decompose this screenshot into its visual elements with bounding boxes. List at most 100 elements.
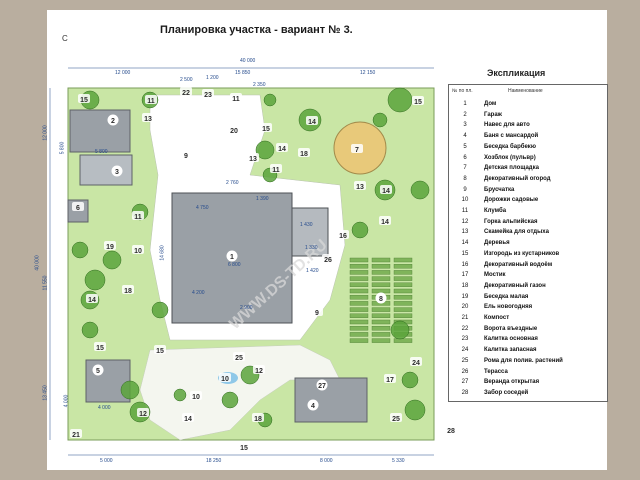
plan-label: 11 — [230, 93, 242, 103]
legend-row-name: Компост — [484, 315, 510, 321]
tree — [102, 250, 122, 270]
garden-bed — [393, 276, 413, 281]
building-number: 8 — [375, 292, 387, 304]
garden-bed — [349, 307, 369, 312]
dim-house-8: 6 800 — [228, 262, 241, 268]
building-number: 1 — [226, 250, 238, 262]
plan-label-text: 16 — [339, 233, 347, 240]
legend-row-name: Беседка барбекю — [484, 143, 536, 150]
plan-label: 6 — [72, 202, 84, 212]
garage — [69, 109, 131, 153]
plan-label-text: 11 — [147, 98, 155, 105]
building-number: 28 — [445, 424, 457, 436]
plan-label-text: 17 — [386, 377, 394, 384]
dim-house-7: 1 420 — [306, 268, 319, 274]
plan-label: 11 — [145, 95, 157, 105]
plan-label: 20 — [228, 125, 240, 135]
legend-col-name: Наименование — [508, 88, 543, 94]
dim-bottom-1: 5 000 — [100, 458, 113, 464]
plan-label-text: 12 — [255, 368, 263, 375]
dim-left-3: 13 450 — [42, 385, 49, 401]
plan-label: 15 — [412, 96, 424, 106]
garden-bed — [393, 288, 413, 294]
plan-label-text: 15 — [96, 345, 104, 352]
plan-label-text: 11 — [272, 167, 280, 174]
legend-row-number: 5 — [463, 143, 467, 150]
legend-row-name: Дом — [484, 101, 497, 107]
dim-house-5: 1 390 — [256, 196, 269, 202]
plan-label-text: 14 — [88, 297, 96, 304]
legend-row-name: Дорожки садовые — [484, 197, 539, 204]
plan-label: 16 — [337, 230, 349, 240]
bathhouse — [294, 377, 368, 423]
plan-label-text: 18 — [300, 151, 308, 158]
plan-label: 11 — [270, 164, 282, 174]
plan-label: 15 — [260, 123, 272, 133]
dim-house-2: 14 680 — [159, 245, 166, 261]
legend-row-name: Деревья — [484, 240, 510, 247]
plan-label: 14 — [380, 185, 392, 195]
garden-bed — [393, 307, 413, 312]
tree — [390, 320, 410, 340]
plan-label-text: 14 — [381, 219, 389, 226]
plan-label-text: 14 — [278, 146, 286, 153]
plan-label: 15 — [154, 345, 166, 355]
legend-row-name: Рома для полив. растений — [484, 357, 563, 364]
tree — [84, 269, 106, 291]
building-number-text: 8 — [379, 296, 383, 303]
garden-bed — [393, 270, 413, 275]
legend-row-number: 23 — [461, 336, 469, 343]
garden-bed — [371, 257, 391, 263]
plan-label-text: 18 — [124, 288, 132, 295]
building-number: 3 — [111, 165, 123, 177]
plan-label-text: 12 — [139, 411, 147, 418]
garden-bed — [393, 338, 413, 343]
legend-row-number: 13 — [461, 229, 469, 236]
legend-row-number: 8 — [463, 175, 467, 182]
dim-left-total: 40 000 — [34, 255, 41, 271]
building-number-text: 27 — [318, 383, 326, 390]
plan-label-text: 15 — [240, 445, 248, 452]
legend-row-number: 10 — [461, 197, 469, 204]
garden-bed — [371, 307, 391, 312]
garden-bed — [371, 326, 391, 331]
tree — [151, 301, 169, 319]
legend-row-name: Калитка основная — [484, 336, 538, 343]
legend-row-number: 20 — [461, 304, 469, 311]
plan-label: 12 — [253, 365, 265, 375]
plan-label: 10 — [219, 373, 231, 383]
legend-row-number: 9 — [463, 186, 467, 193]
plan-label-text: 14 — [308, 119, 316, 126]
legend-row-name: Горка альпийская — [484, 218, 538, 225]
legend-row: 25 Рома для полив. растений — [448, 357, 606, 366]
building-number-text: 28 — [447, 428, 455, 435]
building-number: 5 — [92, 364, 104, 376]
plan-label-text: 13 — [356, 184, 364, 191]
plan-label-text: 15 — [80, 97, 88, 104]
legend-row-number: 25 — [461, 357, 469, 364]
garden-bed — [349, 276, 369, 281]
plan-label-text: 21 — [72, 432, 80, 439]
legend-row-number: 17 — [461, 272, 469, 279]
plan-label-text: 11 — [134, 214, 142, 221]
legend-row-name: Терасса — [484, 368, 508, 375]
legend-row-name: Ель новогодняя — [484, 304, 533, 311]
plan-label-text: 15 — [262, 126, 270, 133]
garden-bed — [371, 332, 391, 337]
plan-label-text: 25 — [392, 416, 400, 423]
plan-label-text: 6 — [76, 205, 80, 212]
plan-label-text: 26 — [324, 257, 332, 264]
plan-label: 9 — [180, 150, 192, 160]
building-number-text: 5 — [96, 368, 100, 375]
plan-label: 14 — [276, 143, 288, 153]
dim-gate-1: 2 500 — [180, 77, 193, 83]
legend-row-name: Забор соседей — [484, 389, 529, 396]
dim-gate-2: 1 200 — [206, 75, 219, 81]
plan-label: 26 — [322, 254, 334, 264]
tree — [404, 399, 426, 421]
plan-label-text: 13 — [249, 156, 257, 163]
